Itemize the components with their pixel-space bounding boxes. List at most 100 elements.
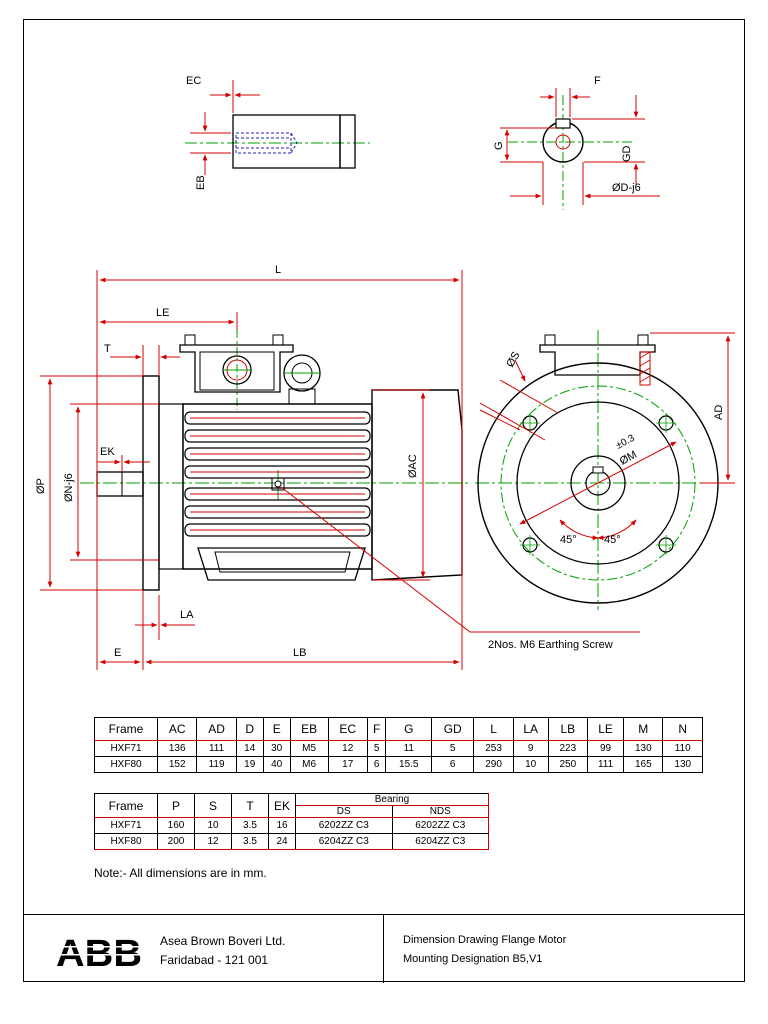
table-row: HXF71 136 111 14 30 M5 12 5 11 5 253 9 2… [94, 740, 703, 757]
table-row: HXF80 200 12 3.5 24 6204ZZ C3 6204ZZ C3 [94, 833, 489, 850]
drawing-title-line1: Dimension Drawing Flange Motor [403, 934, 567, 946]
d-label: ØD-j6 [612, 182, 641, 194]
table-cell: HXF71 [94, 740, 158, 757]
e-label: E [114, 647, 121, 659]
table-cell: 3.5 [231, 817, 269, 834]
title-block: ABB Asea Brown Boveri Ltd. Faridabad - 1… [23, 914, 745, 983]
table-cell: 165 [623, 756, 664, 773]
table-header: GD [431, 717, 475, 741]
table-header: AD [196, 717, 237, 741]
table-cell: 119 [196, 756, 237, 773]
table-cell: 5 [431, 740, 475, 757]
motor-side-view [80, 330, 470, 591]
table-cell: 15.5 [385, 756, 433, 773]
table-cell: 6202ZZ C3 [391, 817, 489, 834]
angle-label-2: 45° [604, 534, 621, 546]
l-label: L [275, 264, 281, 276]
ad-label: AD [713, 405, 725, 420]
table-cell: 130 [623, 740, 664, 757]
table-header: E [262, 717, 291, 741]
table-cell: 200 [157, 833, 195, 850]
table-header: S [194, 793, 232, 818]
f-label: F [594, 75, 601, 87]
table-cell: 12 [327, 740, 368, 757]
table-header: EC [327, 717, 368, 741]
table-cell: 6204ZZ C3 [295, 833, 393, 850]
g-label: G [493, 141, 505, 150]
ek-label: EK [100, 446, 115, 458]
table-cell: 11 [385, 740, 433, 757]
table-header: G [385, 717, 433, 741]
table-header: LB [547, 717, 589, 741]
table-row: HXF71 160 10 3.5 16 6202ZZ C3 6202ZZ C3 [94, 817, 489, 834]
table-header: D [235, 717, 264, 741]
table-cell: HXF80 [94, 833, 158, 850]
table-cell: 160 [157, 817, 195, 834]
bearing-header: Bearing [295, 793, 489, 806]
table-cell: 290 [473, 756, 514, 773]
table-cell: M6 [289, 756, 329, 773]
bearing-table: Frame P S T EK Bearing DS NDS HXF71 160 … [94, 793, 489, 850]
table-cell: 6 [431, 756, 475, 773]
tolerance-label: ±0.3 [614, 433, 637, 452]
drawing-sheet-border [23, 19, 745, 982]
table-header: LA [512, 717, 549, 741]
table-cell: HXF71 [94, 817, 158, 834]
table-header: Frame [94, 793, 158, 818]
table-header: AC [156, 717, 198, 741]
n-label: ØN-j6 [63, 473, 75, 502]
table-cell: 9 [512, 740, 549, 757]
table-header-row: Frame P S T EK Bearing [94, 793, 489, 818]
table-cell: 30 [262, 740, 291, 757]
table-cell: 111 [196, 740, 237, 757]
table-cell: 6 [366, 756, 387, 773]
bearing-nds-header: NDS [391, 805, 489, 818]
table-cell: 14 [235, 740, 264, 757]
table-header: P [157, 793, 195, 818]
table-cell: 12 [194, 833, 232, 850]
table-cell: 223 [547, 740, 589, 757]
table-header: N [662, 717, 703, 741]
table-cell: 3.5 [231, 833, 269, 850]
table-cell: 40 [262, 756, 291, 773]
company-address: Faridabad - 121 001 [160, 953, 269, 967]
earthing-screw-callout: 2Nos. M6 Earthing Screw [488, 639, 613, 651]
table-cell: 99 [587, 740, 625, 757]
front-view-dimensions [479, 332, 735, 541]
abb-logo: ABB [56, 935, 142, 969]
drawing-title-line2: Mounting Designation B5,V1 [403, 953, 543, 965]
table-cell: 10 [194, 817, 232, 834]
eb-label: EB [195, 175, 207, 190]
table-header: LE [587, 717, 625, 741]
logo-text: ABB [56, 935, 142, 969]
ec-label: EC [186, 75, 201, 87]
table-cell: 152 [156, 756, 198, 773]
table-cell: 6202ZZ C3 [295, 817, 393, 834]
table-header: L [473, 717, 514, 741]
table-cell: 10 [512, 756, 549, 773]
table-cell: HXF80 [94, 756, 158, 773]
table-cell: 253 [473, 740, 514, 757]
table-cell: 5 [366, 740, 387, 757]
table-header: EK [268, 793, 296, 818]
motor-front-view [475, 330, 735, 610]
table-cell: 136 [156, 740, 198, 757]
table-row: HXF80 152 119 19 40 M6 17 6 15.5 6 290 1… [94, 756, 703, 773]
dimension-table: Frame AC AD D E EB EC F G GD L LA LB LE … [94, 717, 703, 773]
angle-label-1: 45° [560, 534, 577, 546]
lb-label: LB [293, 647, 306, 659]
table-cell: 110 [662, 740, 703, 757]
m-label: ØM [618, 449, 639, 468]
table-header: Frame [94, 717, 158, 741]
table-cell: 19 [235, 756, 264, 773]
table-cell: 250 [547, 756, 589, 773]
table-header: M [623, 717, 664, 741]
table-cell: 17 [327, 756, 368, 773]
table-header: F [366, 717, 387, 741]
table-cell: 16 [268, 817, 296, 834]
table-cell: 111 [587, 756, 625, 773]
gd-label: GD [621, 145, 633, 162]
table-cell: M5 [289, 740, 329, 757]
table-cell: 130 [662, 756, 703, 773]
title-block-divider [383, 915, 384, 983]
